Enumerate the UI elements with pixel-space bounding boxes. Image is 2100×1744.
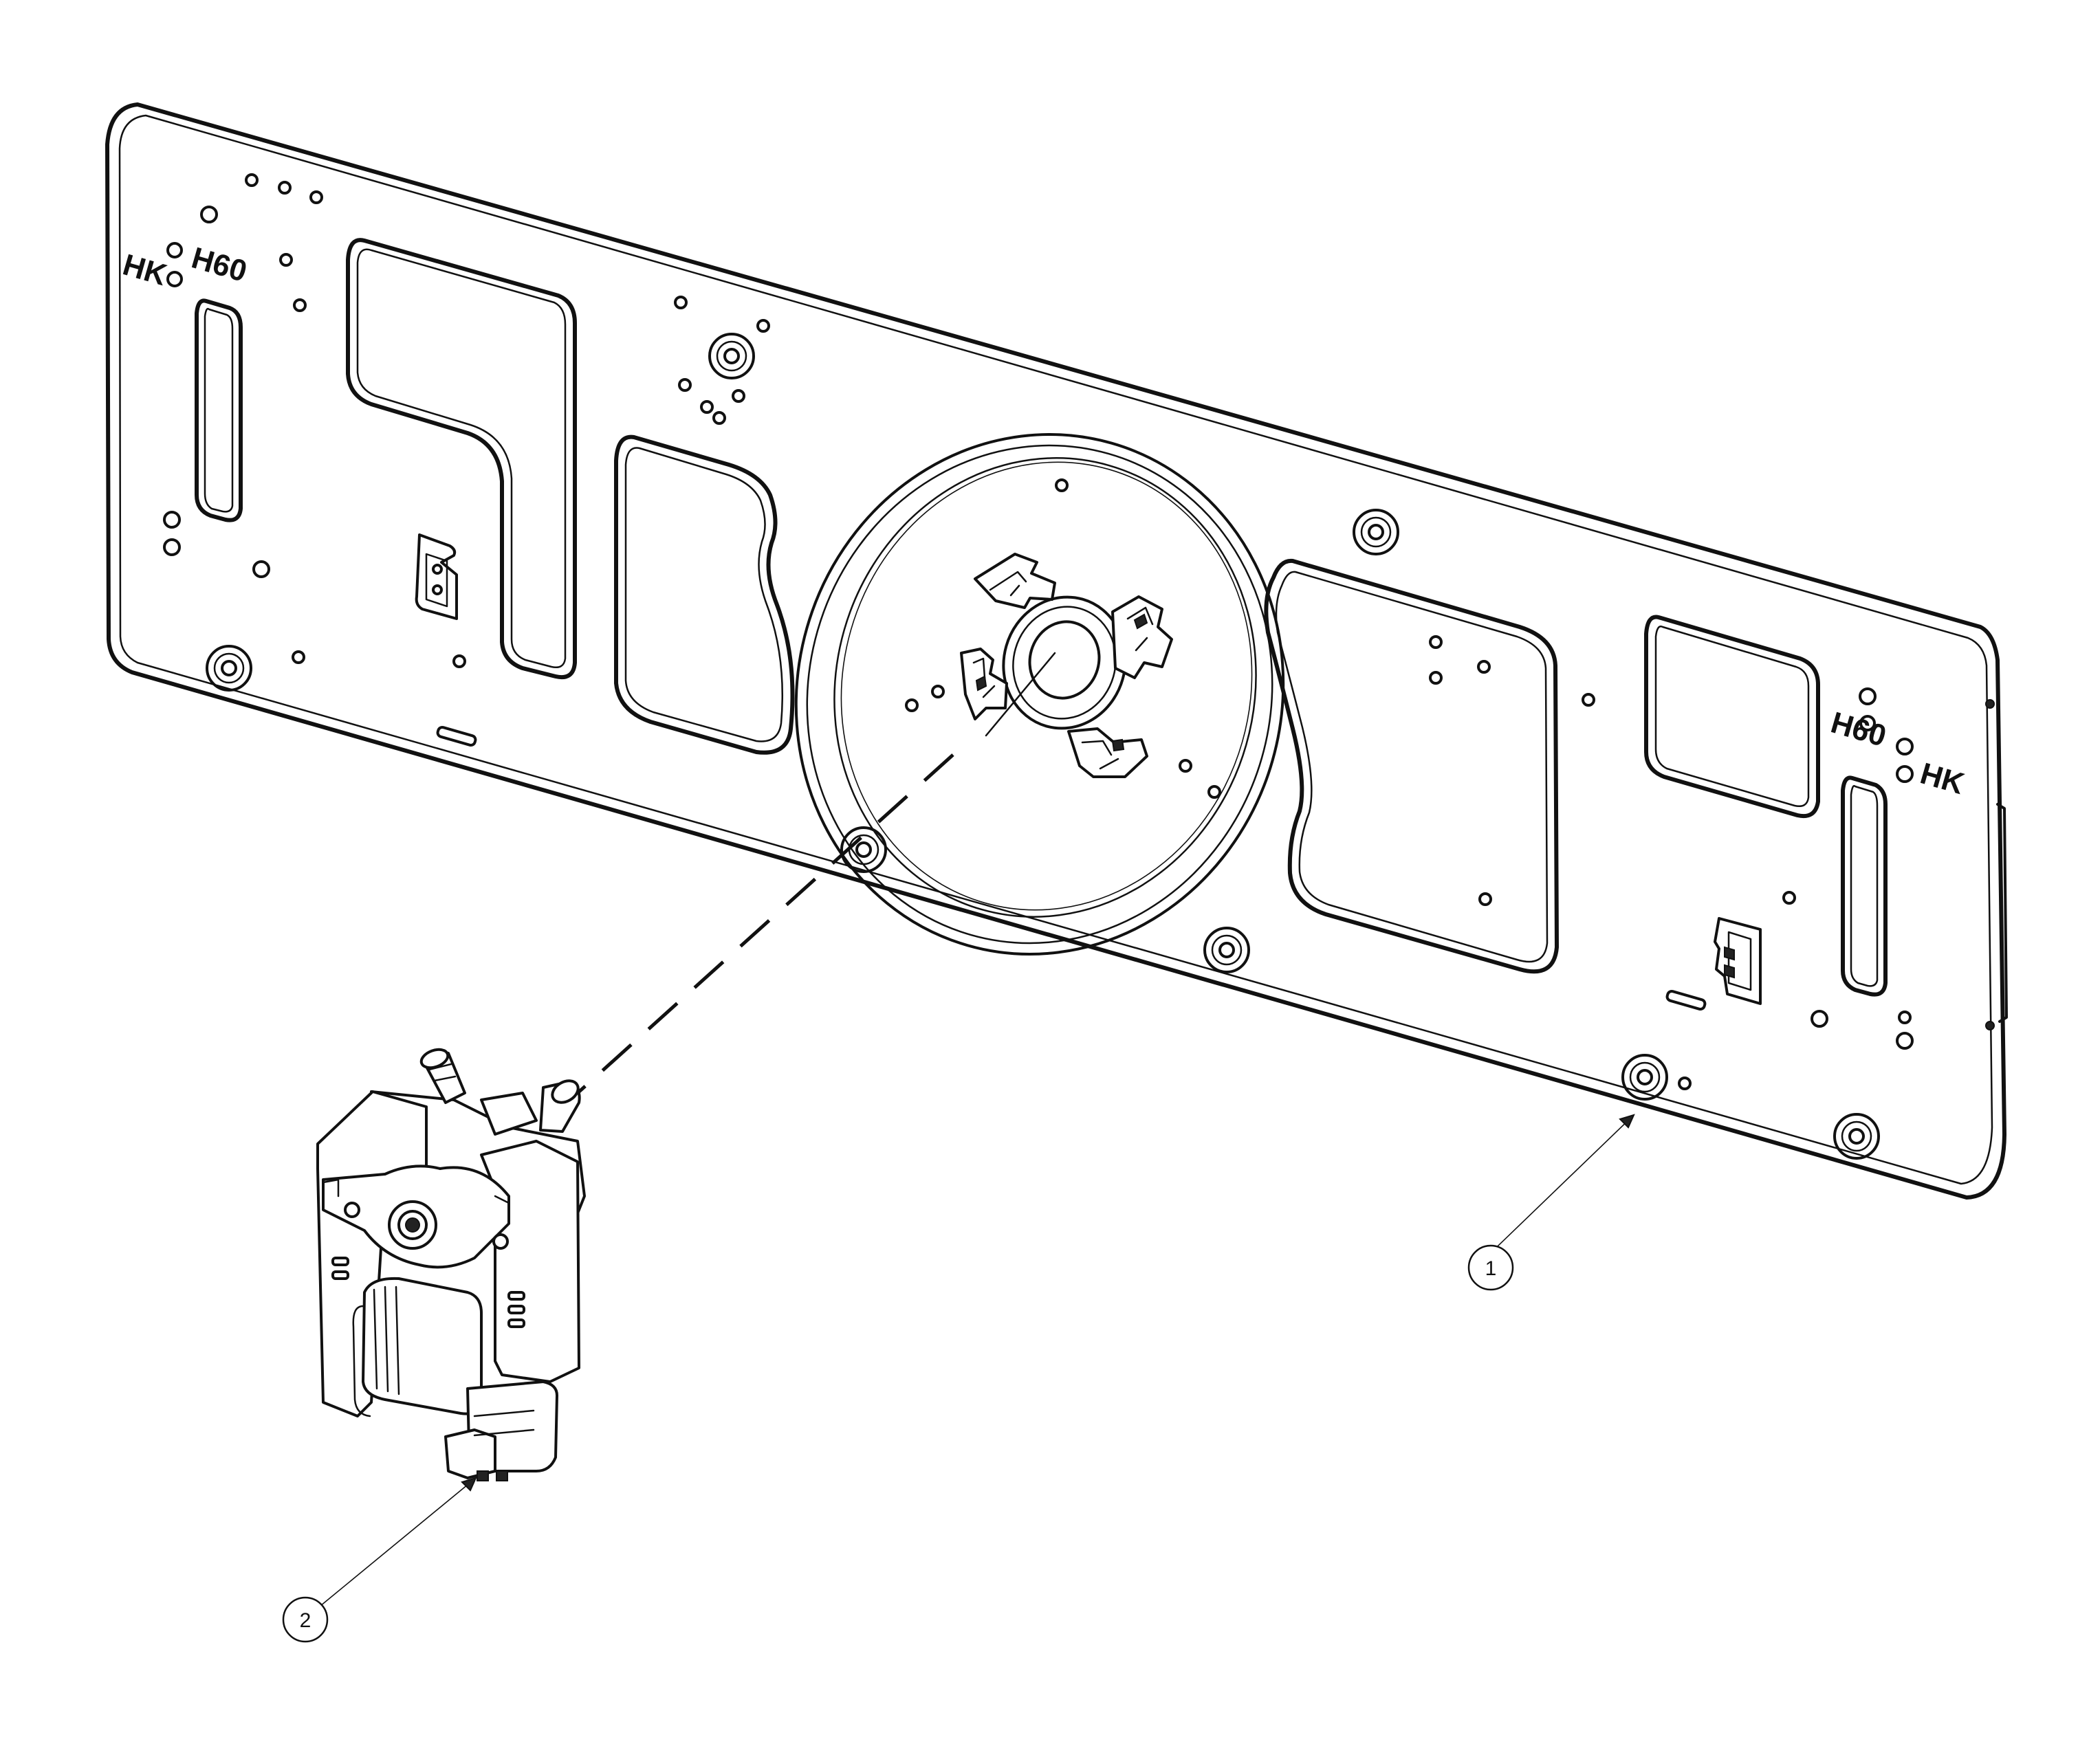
callout-1-label: 1 [1485, 1257, 1497, 1280]
stamp-right-h60: H60 [1827, 706, 1890, 753]
left-square-cutout-inner [624, 447, 784, 742]
small-slot-left [436, 725, 477, 747]
left-stamp-markings: HK H60 [119, 241, 250, 293]
small-slot-right [1665, 989, 1707, 1011]
left-slot-cutout [195, 298, 243, 522]
motor-screw-left [344, 1202, 360, 1218]
motor-coil [362, 1277, 483, 1415]
hub-collar-mid [1012, 606, 1117, 720]
grommet [840, 826, 887, 873]
right-tab-clip [1714, 917, 1762, 1005]
hub-rim-3 [833, 457, 1257, 918]
hub-clip-top [974, 553, 1056, 609]
hub-clip-bottom [1067, 727, 1148, 778]
stamp-left-hk: HK [119, 248, 171, 293]
hub-clips [960, 553, 1173, 778]
hub-collar-inner [1028, 620, 1101, 700]
left-slot-inner [204, 307, 234, 513]
fan-motor [316, 1048, 586, 1481]
right-slot-cutout [1841, 775, 1888, 997]
callout-2-label: 2 [300, 1609, 311, 1632]
panel-inner-edge [118, 114, 1993, 1185]
mounting-grommets [206, 333, 1880, 1160]
hub-rim-4 [840, 461, 1253, 911]
grommet [1353, 509, 1399, 555]
stamp-left-h60: H60 [188, 241, 250, 289]
right-window-inner [1654, 626, 1810, 807]
hub-collar-outer [1002, 595, 1127, 730]
assembly-center-line [562, 652, 1056, 1107]
right-window-cutout [1644, 615, 1820, 818]
grommet [1203, 927, 1250, 973]
callout-1: 1 [1467, 1114, 1635, 1291]
motor-screw-right [492, 1233, 509, 1250]
right-square-cutout [1264, 558, 1559, 974]
stamp-right-hk: HK [1916, 757, 1968, 802]
grommet [1621, 1054, 1668, 1101]
left-tab-clip [415, 533, 458, 620]
right-stamp-markings: H60 HK [1827, 706, 1968, 802]
right-square-cutout-inner [1275, 571, 1549, 963]
left-square-cutout [614, 434, 795, 755]
grommet [206, 645, 252, 692]
l-cutout-inner [356, 248, 567, 668]
panel-right-edge-step [1996, 803, 2008, 1023]
l-cutout-outer [346, 238, 577, 679]
grommet [1833, 1113, 1880, 1160]
panel-outline [105, 102, 2006, 1200]
hub-clip-right [1111, 595, 1173, 679]
right-slot-inner [1850, 785, 1879, 987]
hub-outer-rim [794, 433, 1285, 956]
hub-rim-2 [806, 444, 1273, 945]
callout-2: 2 [282, 1477, 477, 1643]
small-holes [163, 173, 1995, 1090]
grommet [708, 333, 755, 379]
back-panel-plate: HK H60 H60 HK [105, 102, 2008, 1200]
motor-front-plate-right [480, 1140, 580, 1383]
